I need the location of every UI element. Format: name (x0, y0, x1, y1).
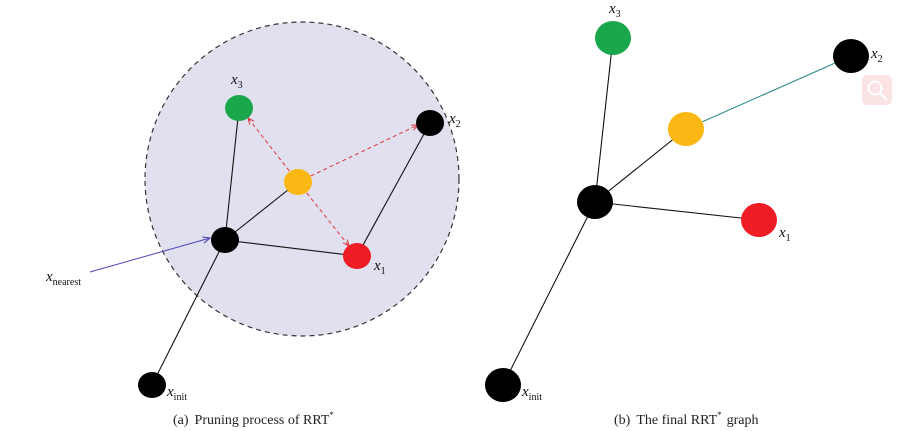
label-b-x2: x2 (870, 46, 883, 65)
node-b-center (577, 185, 613, 219)
caption-a: (a)Pruning process of RRT* (173, 410, 334, 428)
zoom-button-bg[interactable] (862, 75, 892, 105)
label-x3: x3 (230, 72, 243, 91)
label-b-x3: x3 (608, 1, 621, 20)
node-b-x-new (668, 112, 704, 146)
caption-b: (b)The final RRT*graph (614, 410, 759, 428)
edge-nearest-x1 (224, 239, 358, 257)
node-b-x-init (485, 368, 521, 402)
label-x1: x1 (373, 258, 386, 277)
prune-arrow-to-x2 (297, 125, 418, 183)
label-b-x1: x1 (778, 225, 791, 244)
edge-b-center-xnew (594, 128, 687, 203)
node-b-x2 (833, 39, 869, 73)
edge-init-nearest (151, 239, 226, 386)
edge-b-xnew-x2 (685, 55, 852, 130)
node-x1 (343, 243, 371, 269)
node-x-init (138, 372, 166, 398)
edge-nearest-x3 (224, 107, 240, 241)
node-x2 (416, 110, 444, 136)
edge-b-center-x1 (594, 201, 760, 221)
nearest-pointer-arrow (89, 238, 210, 273)
node-x-new (284, 169, 312, 195)
panel-a: x3 x2 x1 xnearest xinit (a)Pruning proce… (45, 21, 461, 428)
panel-b: x3 x2 x1 xinit (b)The final RRT*graph (485, 1, 883, 428)
edge-x1-x2 (356, 122, 431, 257)
zoom-button[interactable] (862, 75, 892, 105)
label-b-x-init: xinit (521, 384, 542, 403)
edge-b-center-x3 (594, 37, 614, 203)
label-x-nearest: xnearest (45, 269, 81, 288)
node-x3 (225, 95, 253, 121)
label-x2: x2 (448, 111, 461, 130)
label-x-init: xinit (166, 384, 187, 403)
edge-b-init-center (502, 201, 596, 386)
magnifier-icon (867, 80, 888, 101)
edge-nearest-xnew (224, 181, 299, 241)
node-b-x1 (741, 203, 777, 237)
node-b-x3 (595, 21, 631, 55)
node-x-nearest (211, 227, 239, 253)
